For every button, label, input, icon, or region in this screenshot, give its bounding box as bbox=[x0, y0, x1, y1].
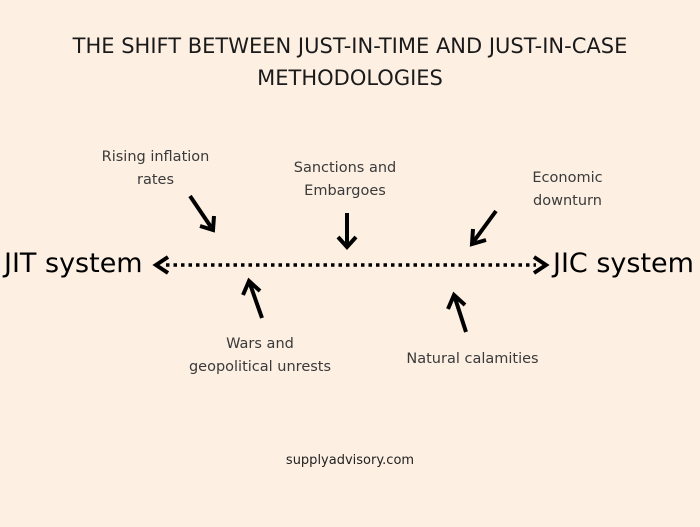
arrow-icon-natural bbox=[446, 291, 468, 333]
bidirectional-dotted-arrow-icon bbox=[152, 255, 550, 275]
arrow-icon-inflation bbox=[188, 194, 216, 233]
factor-wars-line-1: Wars and bbox=[226, 336, 294, 352]
factor-economic-line-1: Economic bbox=[532, 170, 603, 186]
page-title: THE SHIFT BETWEEN JUST-IN-TIME AND JUST-… bbox=[0, 30, 700, 94]
factor-inflation-line-1: Rising inflation bbox=[101, 149, 210, 165]
factor-rising-inflation: Rising inflation rates bbox=[88, 146, 223, 192]
factor-economic-line-2: downturn bbox=[533, 193, 602, 209]
jit-system-label: JIT system bbox=[4, 248, 143, 279]
factor-sanctions-line-2: Embargoes bbox=[304, 183, 386, 199]
factor-wars: Wars and geopolitical unrests bbox=[180, 333, 340, 379]
arrow-icon-wars bbox=[241, 277, 264, 319]
factor-wars-line-2: geopolitical unrests bbox=[188, 359, 332, 375]
title-line-1: THE SHIFT BETWEEN JUST-IN-TIME AND JUST-… bbox=[72, 34, 628, 58]
title-line-2: METHODOLOGIES bbox=[257, 66, 443, 90]
factor-economic-downturn: Economic downturn bbox=[510, 167, 625, 213]
arrow-icon-sanctions bbox=[336, 213, 358, 250]
arrow-icon-economic bbox=[469, 209, 498, 247]
footer-source: supplyadvisory.com bbox=[285, 453, 415, 468]
factor-sanctions: Sanctions and Embargoes bbox=[280, 157, 410, 203]
factor-inflation-line-2: rates bbox=[136, 172, 174, 188]
factor-sanctions-line-1: Sanctions and bbox=[293, 160, 397, 176]
factor-natural-line-1: Natural calamities bbox=[406, 351, 539, 367]
jic-system-label: JIC system bbox=[553, 248, 694, 279]
factor-natural-calamities: Natural calamities bbox=[395, 348, 550, 371]
